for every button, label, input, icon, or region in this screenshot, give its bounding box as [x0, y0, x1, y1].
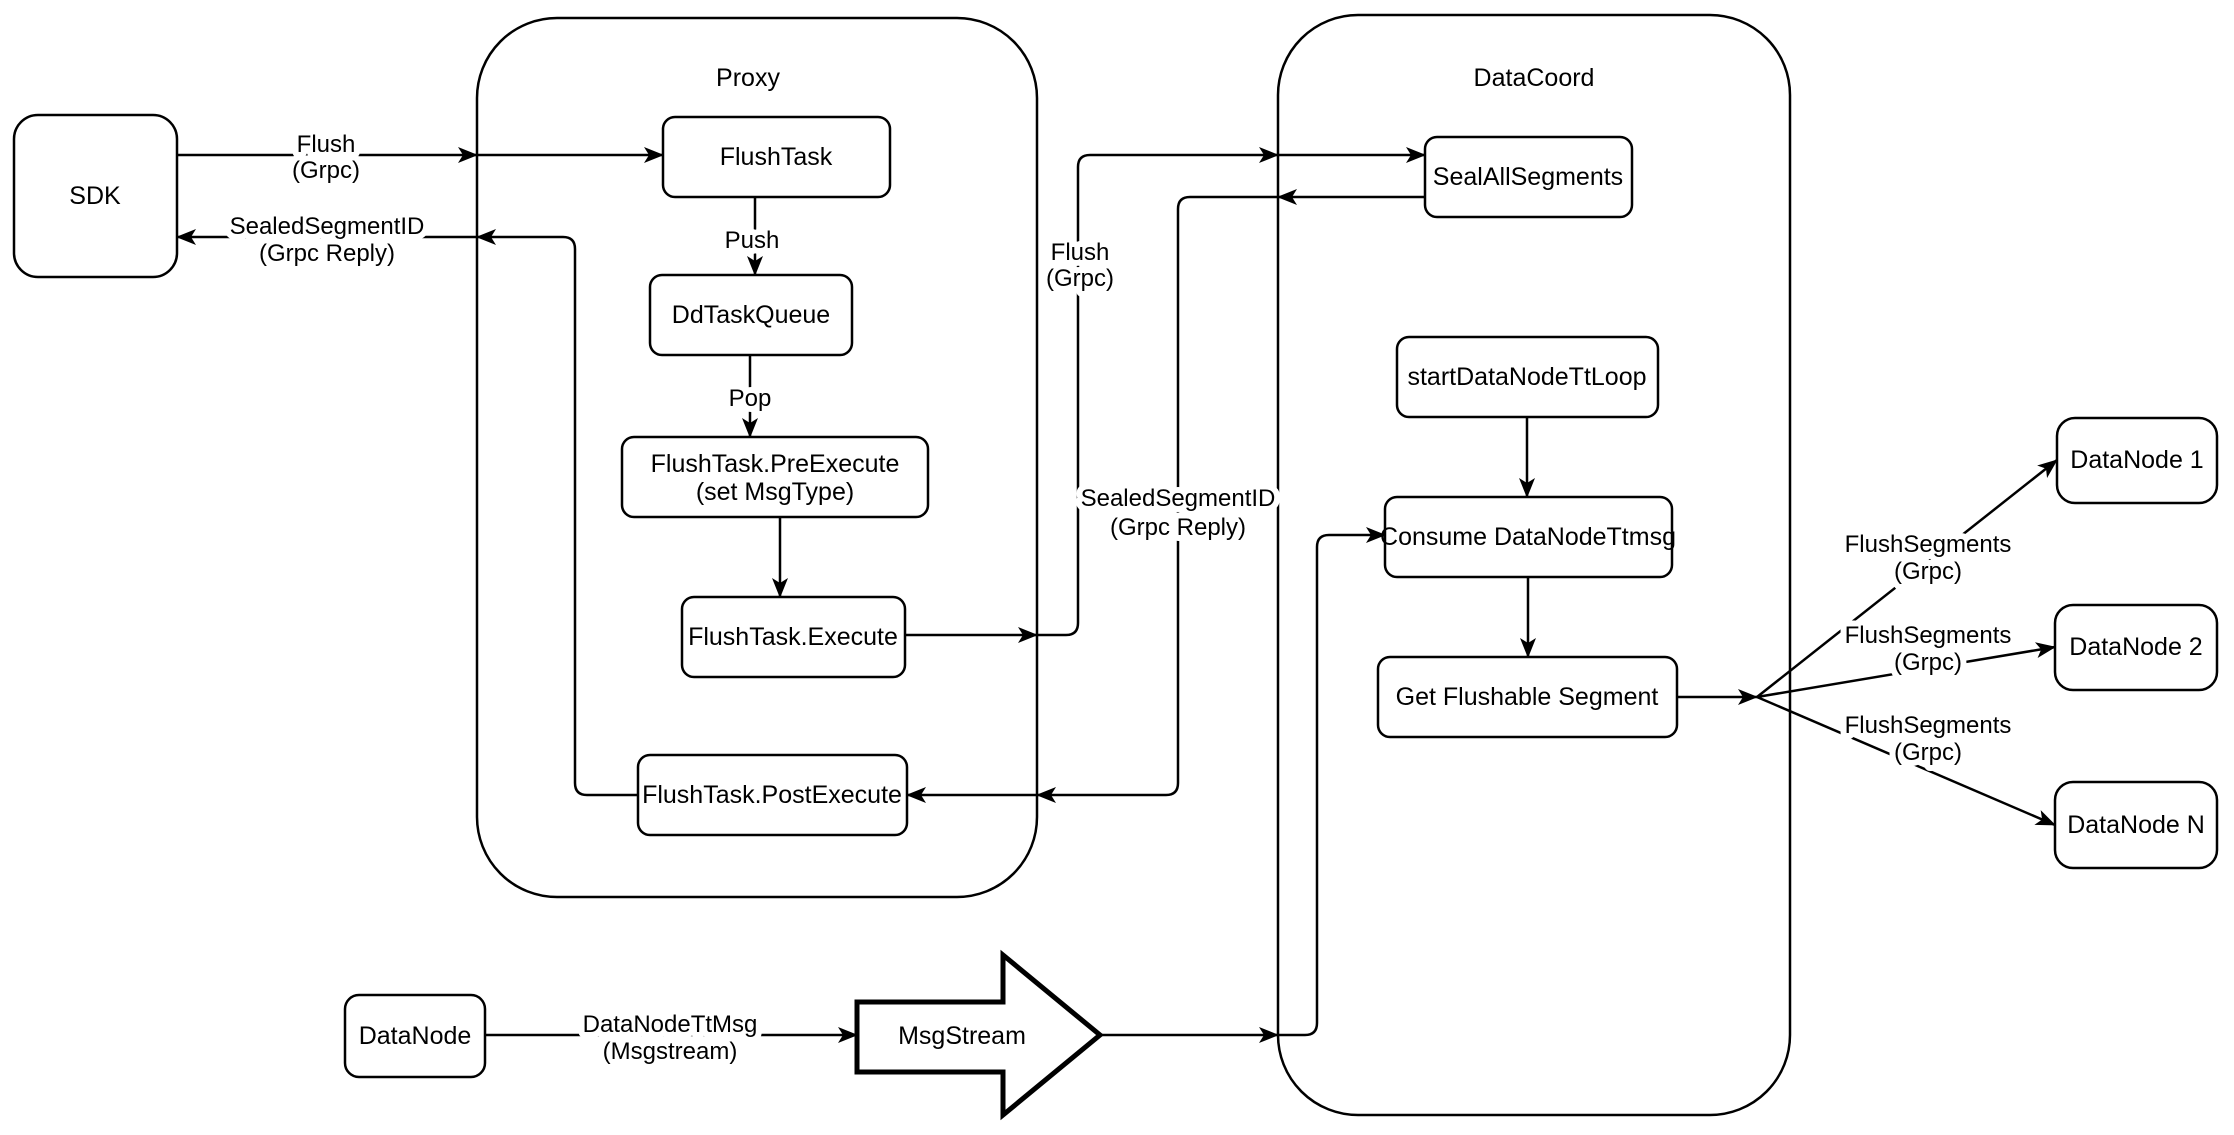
datanode-source-node-label: DataNode: [359, 1022, 472, 1050]
flush-segments-1-label-line2: (Grpc): [1894, 558, 1962, 585]
edge-labels: Flush (Grpc) SealedSegmentID (Grpc Reply…: [224, 125, 2018, 1071]
edge-channel-reply-down: [1036, 195, 1278, 803]
pop-label: Pop: [729, 385, 772, 412]
sdk-flush-label-line1: Flush: [297, 131, 356, 158]
containers: Proxy DataCoord: [475, 13, 1792, 1117]
channel-reply-label-line1: SealedSegmentID: [1081, 485, 1276, 512]
msgstream-fat-arrow: [854, 949, 1104, 1121]
flush-segments-2-label-line2: (Grpc): [1894, 649, 1962, 676]
datanode-n-node-label: DataNode N: [2067, 811, 2205, 839]
dd-task-queue-node-label: DdTaskQueue: [672, 301, 830, 329]
seal-all-segments-node: [1423, 135, 1634, 219]
edge-border-up-to-consume: [1278, 527, 1386, 1037]
start-datanode-tt-loop-node-label: startDataNodeTtLoop: [1407, 363, 1646, 391]
edge-channel-flush-up: [1037, 147, 1279, 637]
dd-task-queue-node: [648, 273, 854, 357]
datanode-2-node: [2053, 603, 2219, 692]
postexecute-node-label: FlushTask.PostExecute: [642, 781, 902, 809]
preexecute-node-label-line1: FlushTask.PreExecute: [651, 450, 900, 478]
consume-datanode-ttmsg-node-label: Consume DataNodeTtmsg: [1380, 523, 1676, 551]
edge-postexecute-to-sdk: [176, 229, 638, 797]
flush-segments-3-label-line1: FlushSegments: [1845, 712, 2012, 739]
channel-flush-label-line2: (Grpc): [1046, 265, 1114, 292]
sdk-node-label: SDK: [69, 182, 121, 210]
datanode-2-node-label: DataNode 2: [2069, 633, 2202, 661]
edge-getflushable-to-datanodes: [1677, 459, 2058, 827]
start-datanode-tt-loop-node: [1395, 335, 1660, 419]
edge-fan-to-datanode-n: [1756, 695, 2056, 827]
channel-reply-label-line2: (Grpc Reply): [1110, 514, 1246, 541]
edge-execute-to-sealallsegments: [905, 147, 1426, 643]
push-label: Push: [725, 227, 780, 254]
sdk-reply-label-line2: (Grpc Reply): [259, 240, 395, 267]
preexecute-node: [620, 435, 930, 519]
edge-msgstream-to-consume: [1100, 527, 1386, 1043]
execute-node: [680, 595, 907, 679]
datanode-1-node: [2055, 416, 2219, 505]
datanode-ttmsg-label-line1: DataNodeTtMsg: [583, 1011, 758, 1038]
sdk-node: [12, 113, 179, 279]
datanode-ttmsg-label-line2: (Msgstream): [603, 1038, 738, 1065]
edge-fan-to-datanode-2: [1756, 642, 2056, 699]
nodes: SDK FlushTask DdTaskQueue FlushTask.PreE…: [12, 113, 2219, 1121]
datanode-n-node: [2053, 780, 2219, 870]
flush-task-node-label: FlushTask: [720, 143, 833, 171]
datanode-source-node: [343, 993, 487, 1079]
flush-segments-3-label-line2: (Grpc): [1894, 739, 1962, 766]
postexecute-node: [636, 753, 909, 837]
datacoord-container: [1276, 13, 1792, 1117]
seal-all-segments-node-label: SealAllSegments: [1433, 163, 1623, 191]
execute-node-label: FlushTask.Execute: [688, 623, 898, 651]
edge-sealallsegments-to-postexecute: [906, 189, 1425, 803]
datacoord-container-label: DataCoord: [1474, 64, 1595, 92]
flush-segments-2-label-line1: FlushSegments: [1845, 622, 2012, 649]
edge-postexecute-to-proxy-border: [476, 229, 638, 797]
consume-datanode-ttmsg-node: [1383, 495, 1674, 579]
sdk-flush-label-line2: (Grpc): [292, 157, 360, 184]
channel-flush-label-line1: Flush: [1051, 239, 1110, 266]
datanode-1-node-label: DataNode 1: [2070, 446, 2203, 474]
edges: [176, 147, 2058, 1043]
flush-task-node: [661, 115, 892, 199]
proxy-container-label: Proxy: [716, 64, 780, 92]
edge-fan-to-datanode-1: [1756, 459, 2058, 698]
get-flushable-segment-node: [1376, 655, 1679, 739]
flush-segments-1-label-line1: FlushSegments: [1845, 531, 2012, 558]
msgstream-label: MsgStream: [898, 1022, 1026, 1050]
get-flushable-segment-node-label: Get Flushable Segment: [1396, 683, 1659, 711]
sdk-reply-label-line1: SealedSegmentID: [230, 213, 425, 240]
proxy-container: [475, 16, 1039, 899]
preexecute-node-label-line2: (set MsgType): [696, 478, 854, 506]
